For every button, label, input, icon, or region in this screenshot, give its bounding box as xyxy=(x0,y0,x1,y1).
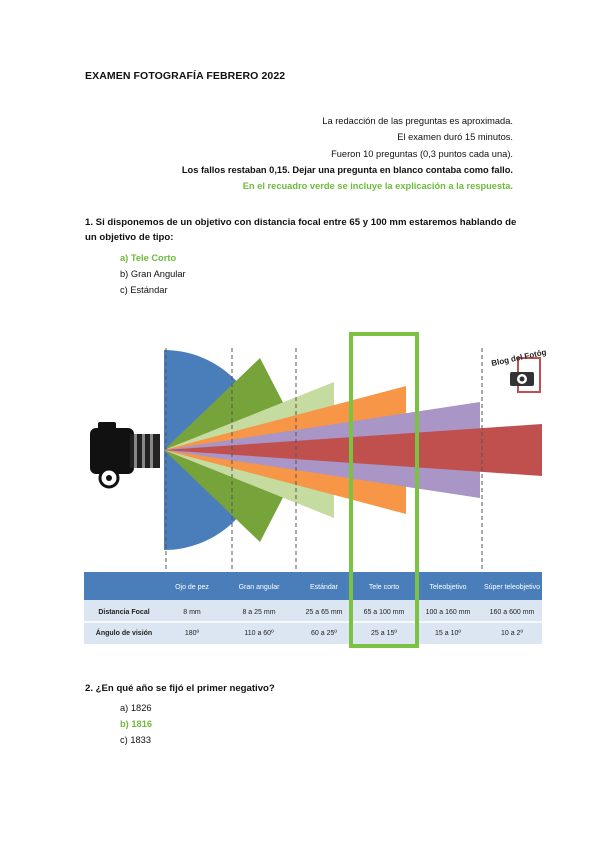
intro-line: Fueron 10 preguntas (0,3 puntos cada una… xyxy=(331,148,513,159)
intro-block: La redacción de las preguntas es aproxim… xyxy=(182,113,513,194)
option: b) Gran Angular xyxy=(120,268,186,279)
header-fisheye: Ojo de pez xyxy=(175,584,209,591)
cell: 180º xyxy=(185,630,200,637)
question-2: 2. ¿En qué año se fijó el primer negativ… xyxy=(85,683,275,694)
intro-line: La redacción de las preguntas es aproxim… xyxy=(322,116,513,126)
option-correct: a) Tele Corto xyxy=(120,253,177,263)
cell: 15 a 10º xyxy=(435,630,461,637)
cell: 10 a 2º xyxy=(501,630,523,637)
cell: 65 a 100 mm xyxy=(364,609,405,616)
option: c) Estándar xyxy=(120,284,168,295)
header-short-tele: Tele corto xyxy=(369,584,399,591)
option-correct: b) 1816 xyxy=(120,718,153,729)
document-title: EXAMEN FOTOGRAFÍA FEBRERO 2022 xyxy=(85,70,286,82)
intro-line-bold: Los fallos restaban 0,15. Dejar una preg… xyxy=(181,164,513,175)
intro-line-green: En el recuadro verde se incluye la expli… xyxy=(242,181,513,192)
cell: 60 a 25º xyxy=(311,630,337,637)
camera-icon xyxy=(90,422,160,489)
header-tele: Teleobjetivo xyxy=(430,584,467,591)
question-2-options: a) 1826 b) 1816 c) 1833 xyxy=(120,701,152,748)
question-1: 1. Si disponemos de un objetivo con dist… xyxy=(85,217,517,243)
row-label-focal: Distancia Focal xyxy=(98,609,149,616)
table-header-bg xyxy=(84,572,542,600)
cell: 8 a 25 mm xyxy=(242,609,275,616)
blog-logo: Blog del Fotógrafo xyxy=(491,344,546,393)
option: a) 1826 xyxy=(120,703,152,713)
option: c) 1833 xyxy=(120,734,152,745)
header-standard: Estándar xyxy=(310,584,339,591)
header-wide-angle: Gran angular xyxy=(239,584,281,591)
cell: 160 a 600 mm xyxy=(490,609,535,616)
cell: 100 a 160 mm xyxy=(426,609,471,616)
lens-infographic: Blog del Fotógrafo Ojo de pez Gran angul… xyxy=(84,332,546,648)
cell: 25 a 65 mm xyxy=(306,609,343,616)
cell: 110 a 60º xyxy=(244,630,274,637)
cell: 25 a 15º xyxy=(371,630,397,637)
highlight-box xyxy=(349,332,419,648)
header-super-tele: Súper teleobjetivo xyxy=(484,584,540,591)
question-1-options: a) Tele Corto b) Gran Angular c) Estánda… xyxy=(120,251,186,298)
cell: 8 mm xyxy=(183,609,201,616)
intro-line: El examen duró 15 minutos. xyxy=(397,132,513,143)
row-label-angle: Ángulo de visión xyxy=(96,628,152,637)
